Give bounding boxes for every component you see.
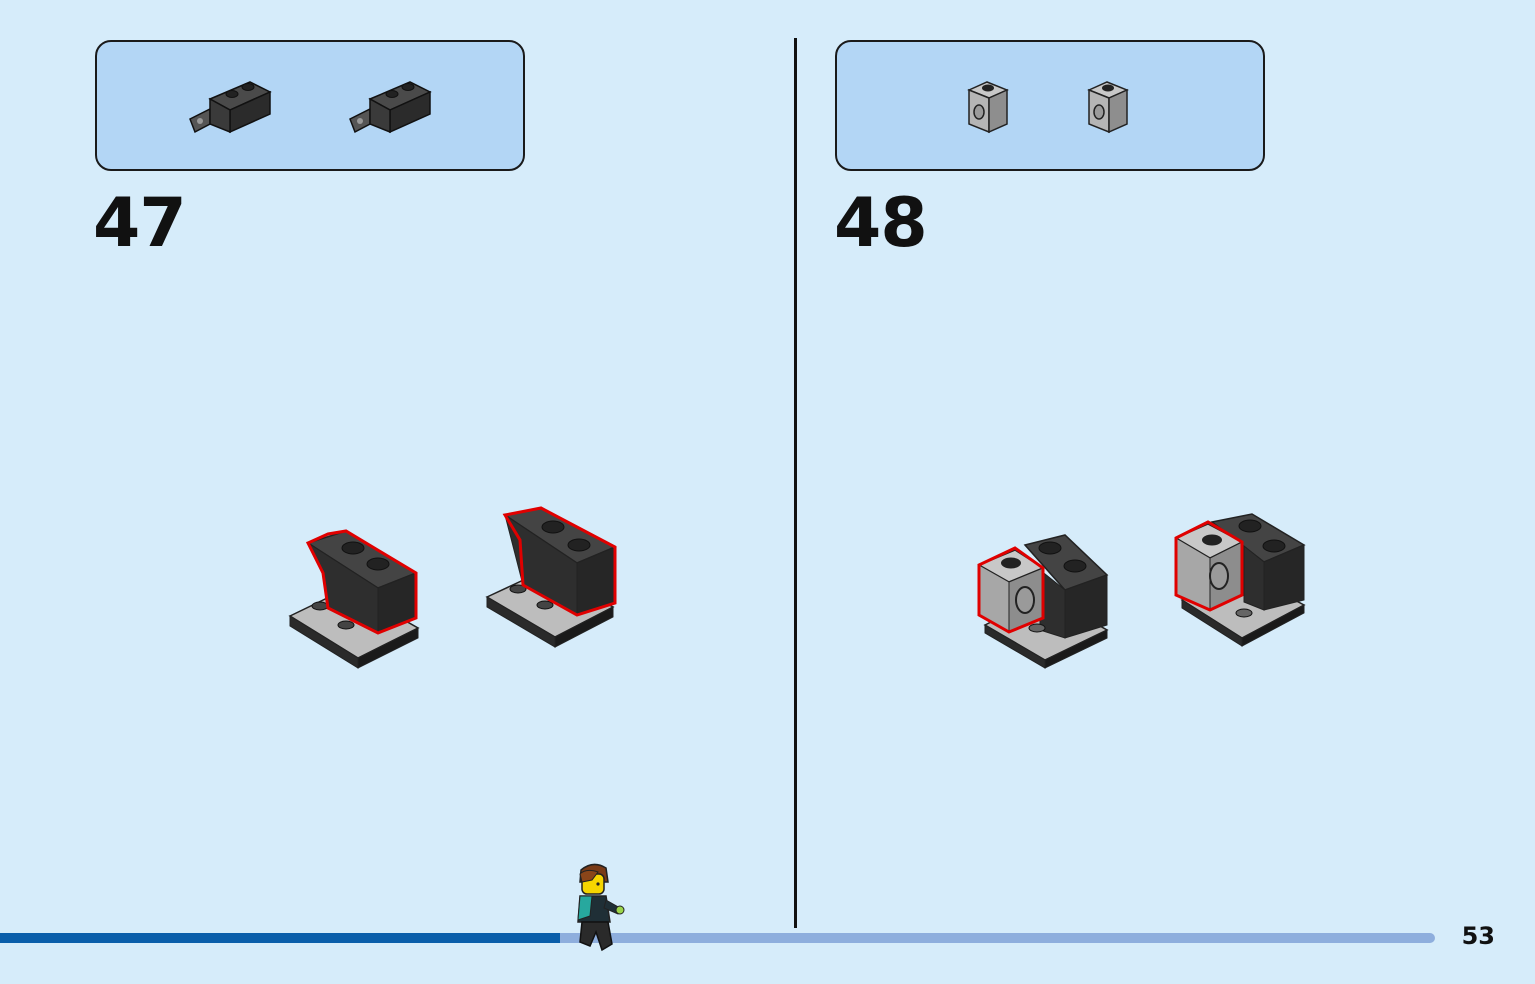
parts-callout-box-47 <box>95 40 525 171</box>
assembly-47-left <box>288 529 420 669</box>
assembly-47-right <box>485 506 617 648</box>
page-divider <box>794 38 797 928</box>
dark-bracket-brick-icon <box>189 81 272 134</box>
progress-bar <box>0 933 1435 943</box>
grey-technic-brick-icon <box>967 81 1009 134</box>
step-number-48: 48 <box>834 184 928 263</box>
step-number-47: 47 <box>93 184 187 263</box>
progress-bar-fill <box>0 933 560 943</box>
assembly-48-right <box>1174 513 1306 647</box>
assembly-48-left <box>977 534 1109 669</box>
parts-callout-box-48 <box>835 40 1265 171</box>
page-number: 53 <box>1461 922 1495 950</box>
grey-technic-brick-icon <box>1087 81 1129 134</box>
minifigure-icon <box>577 863 625 952</box>
dark-bracket-brick-icon <box>349 81 432 134</box>
